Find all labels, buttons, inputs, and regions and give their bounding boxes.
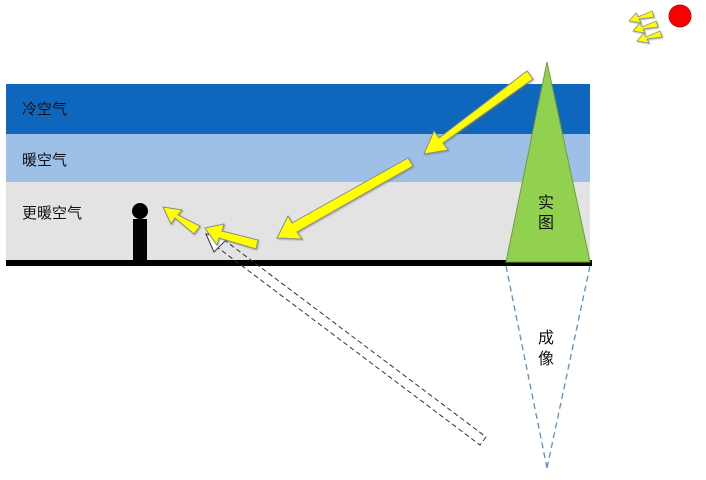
- warmer-air-label: 更暖空气: [22, 204, 82, 222]
- real-object-label-line2: 图: [538, 213, 554, 232]
- mirage-image-label-line2: 像: [538, 349, 554, 368]
- mirage-image-outline: [505, 265, 591, 469]
- cold-air-label: 冷空气: [22, 100, 67, 118]
- observer-icon: [132, 203, 148, 261]
- light-ray-4: [162, 206, 201, 235]
- light-ray-2: [276, 157, 414, 240]
- ground-line: [6, 260, 592, 266]
- warm-air-label: 暖空气: [22, 151, 67, 169]
- real-object-triangle: [505, 61, 591, 263]
- light-ray-1: [423, 70, 534, 155]
- real-object-label-line1: 实: [538, 193, 554, 212]
- sunlight-rays-icon: [628, 10, 663, 44]
- warm-air-layer: [6, 134, 590, 182]
- mirage-image-label-line1: 成: [538, 328, 554, 347]
- light-ray-3: [204, 223, 259, 250]
- sun-icon: [668, 4, 692, 28]
- cold-air-layer: [6, 84, 590, 134]
